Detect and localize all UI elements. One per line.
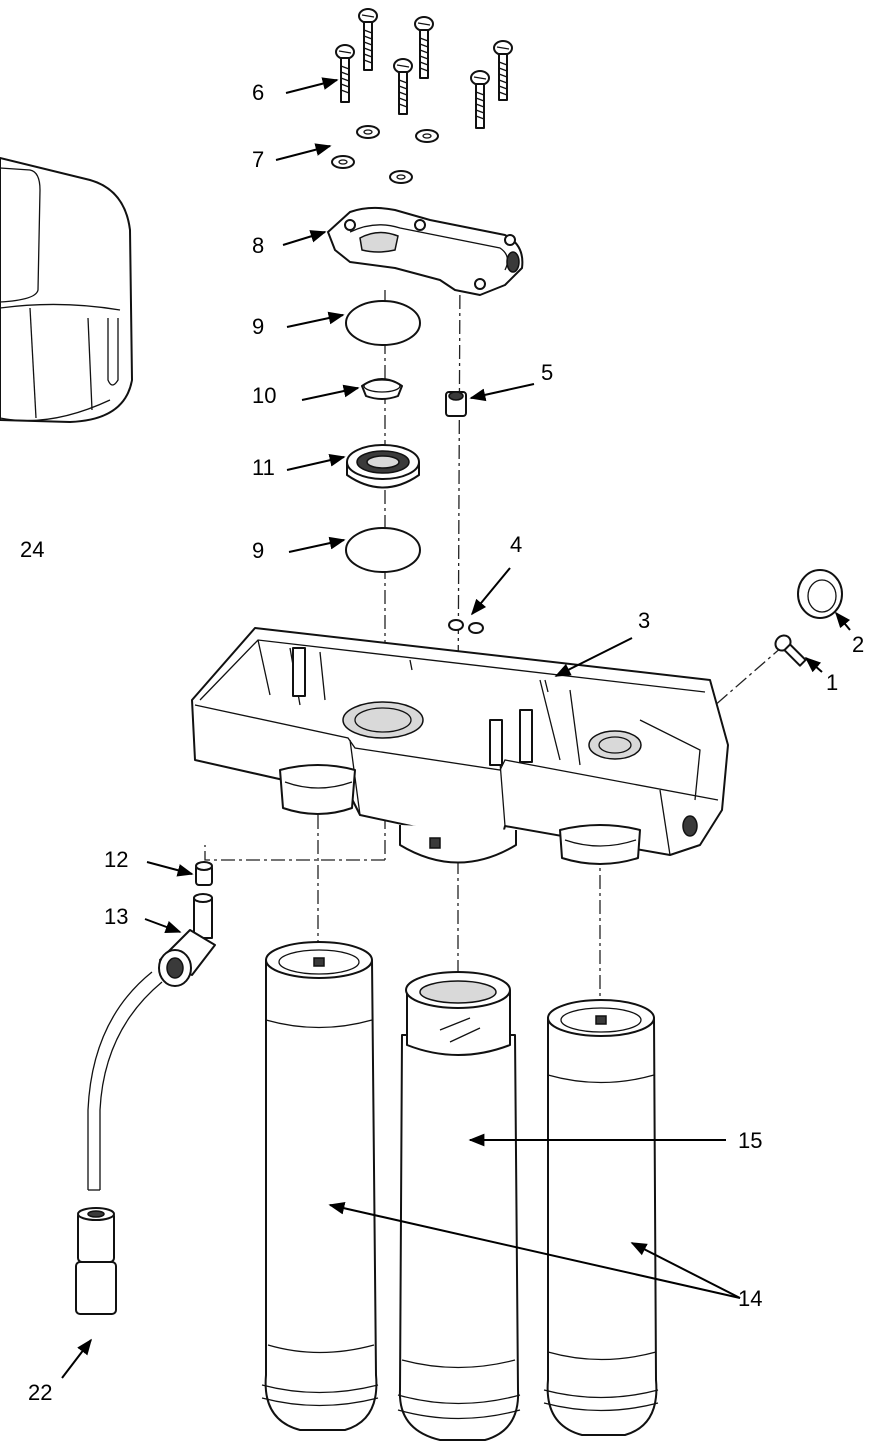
- filter-disc-lower: [345, 527, 421, 573]
- filter-cartridge-middle: [397, 971, 521, 1441]
- callout-labels: 1 2 3 4 5 6 7 8 9 10 11 9 24 12 13 15 14…: [20, 80, 864, 1405]
- plug-part: [195, 861, 213, 886]
- housing-cover-part: [0, 157, 133, 423]
- callout-24: 24: [20, 537, 44, 562]
- callout-10: 10: [252, 383, 276, 408]
- manifold-base-part: [191, 627, 729, 865]
- callout-7: 7: [252, 147, 264, 172]
- callout-12: 12: [104, 847, 128, 872]
- callout-2: 2: [852, 632, 864, 657]
- leader-lines: [61, 77, 851, 1379]
- tube-part: [87, 971, 163, 1191]
- filter-disc-upper: [345, 300, 421, 346]
- screws-part: [335, 8, 513, 129]
- seal-ring-part: [346, 444, 420, 489]
- callout-5: 5: [541, 360, 553, 385]
- callout-4: 4: [510, 532, 522, 557]
- filter-cartridge-right: [543, 999, 659, 1436]
- end-cap-part: [797, 569, 843, 619]
- small-screw-part: [774, 634, 807, 667]
- connector-part: [75, 1207, 117, 1315]
- callout-3: 3: [638, 608, 650, 633]
- callout-1: 1: [826, 670, 838, 695]
- washers-part: [331, 125, 439, 184]
- callout-9-lower: 9: [252, 538, 264, 563]
- o-rings-part: [448, 619, 484, 634]
- callout-8: 8: [252, 233, 264, 258]
- manifold-cap-part: [327, 206, 524, 296]
- filter-cartridge-left: [261, 941, 379, 1431]
- callout-13: 13: [104, 904, 128, 929]
- callout-6: 6: [252, 80, 264, 105]
- small-fitting-part: [445, 391, 467, 417]
- callout-22: 22: [28, 1380, 52, 1405]
- check-valve-part: [361, 378, 403, 400]
- callout-11: 11: [252, 455, 275, 480]
- callout-15: 15: [738, 1128, 762, 1153]
- callout-9-upper: 9: [252, 314, 264, 339]
- elbow-fitting-part: [158, 893, 216, 987]
- callout-14: 14: [738, 1286, 762, 1311]
